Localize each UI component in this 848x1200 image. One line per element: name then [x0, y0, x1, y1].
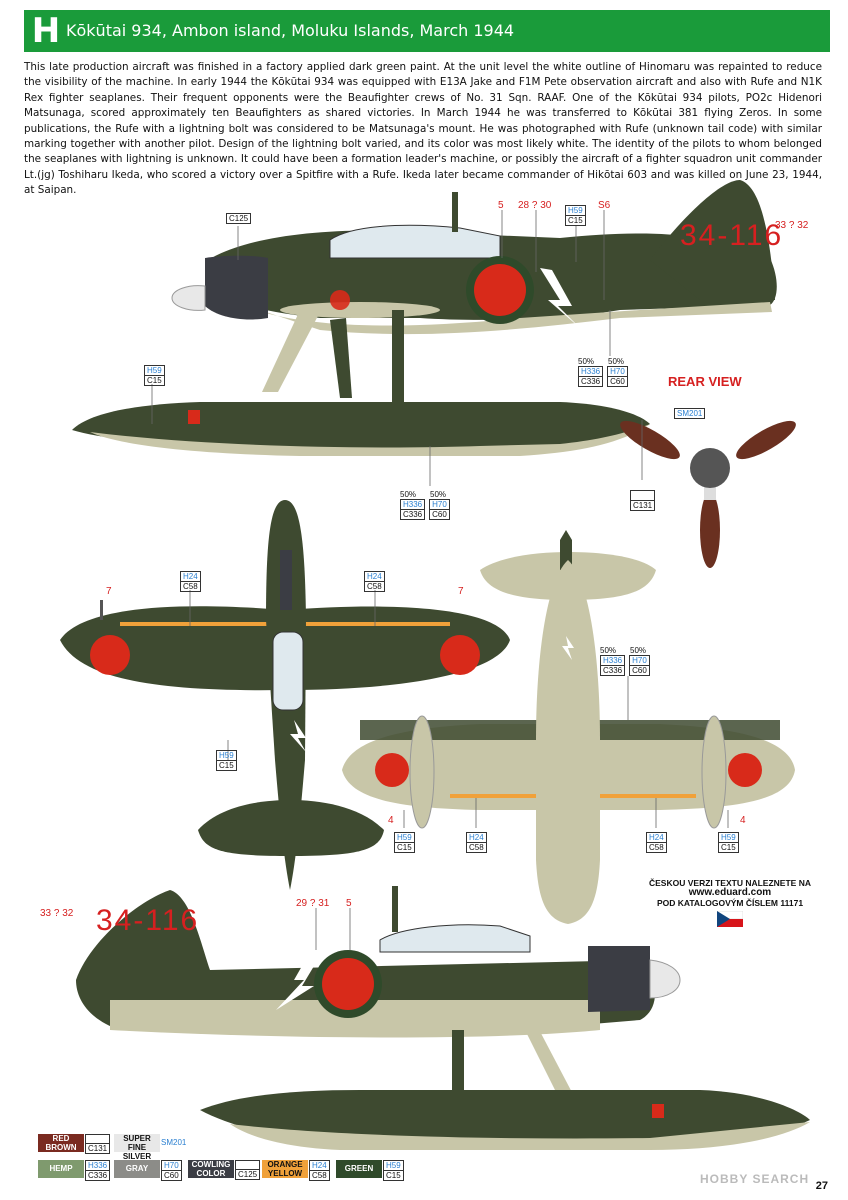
callout-4-left: 4 [388, 815, 394, 826]
callout-c125: C125 [226, 213, 252, 224]
side-view-top: 34-116 [72, 180, 783, 456]
callout-4-right: 4 [740, 815, 746, 826]
legend-super-fine-silver: SUPER FINE SILVER SM201 [114, 1134, 194, 1161]
czech-note: ČESKOU VERZI TEXTU NALEZNETE NA www.edua… [620, 878, 840, 929]
side-view-bottom: 34-116 [76, 886, 810, 1150]
scheme-title: Kōkūtai 934, Ambon island, Moluku Island… [66, 21, 515, 40]
legend-red-brown: RED BROWN C131 [38, 1134, 111, 1154]
rear-view-title: REAR VIEW [668, 374, 742, 389]
top-view [60, 500, 510, 890]
callout-5-bottom: 5 [346, 898, 352, 909]
tail-code-top: 34-116 [680, 219, 783, 252]
callout-7-right: 7 [458, 586, 464, 597]
callout-33-32-top: 33 ? 32 [775, 220, 809, 231]
leader-lines [151, 210, 729, 950]
scheme-letter: H [31, 11, 61, 51]
czech-note-url[interactable]: www.eduard.com [688, 887, 772, 898]
callout-5-top: 5 [498, 200, 504, 211]
callout-33-32-bottom: 33 ? 32 [40, 908, 74, 919]
callout-29-31: 29 ? 31 [296, 898, 330, 909]
page-number: 27 [815, 1180, 828, 1192]
czech-flag-icon [716, 910, 744, 927]
callout-sm201: SM201 [674, 408, 706, 419]
watermark: HOBBY SEARCH [700, 1172, 810, 1186]
callout-s6: S6 [598, 200, 611, 211]
tail-code-bottom: 34-116 [96, 904, 199, 937]
bottom-view [342, 530, 795, 924]
callout-28-30: 28 ? 30 [518, 200, 552, 211]
callout-7-left: 7 [106, 586, 112, 597]
legend-cowling-color: COWLING COLOR C125 [188, 1160, 261, 1180]
callout-c131: C131 [630, 490, 656, 511]
rear-view [620, 420, 796, 568]
description-text: This late production aircraft was finish… [24, 61, 822, 197]
header-bar: H Kōkūtai 934, Ambon island, Moluku Isla… [24, 10, 830, 52]
